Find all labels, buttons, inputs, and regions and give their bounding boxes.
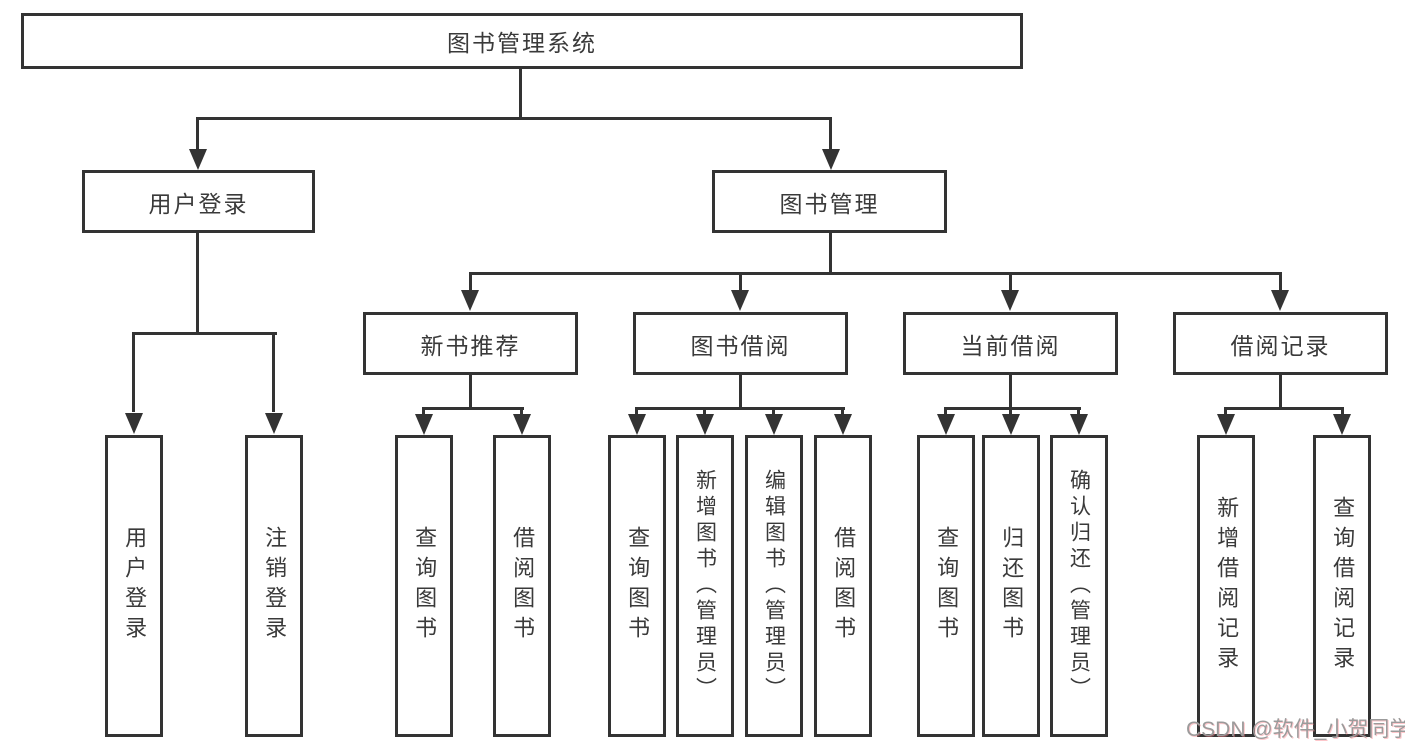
node-label: 编辑图书（管理员） bbox=[762, 469, 786, 703]
edge-drop bbox=[1341, 407, 1344, 415]
arrow-down-icon bbox=[265, 413, 283, 434]
arrow-down-icon bbox=[937, 414, 955, 435]
arrow-down-icon bbox=[1070, 414, 1088, 435]
arrow-down-icon bbox=[125, 413, 143, 434]
arrow-down-icon bbox=[822, 149, 840, 170]
node-label: 当前借阅 bbox=[960, 332, 1061, 359]
node-library-system: 图书管理系统 bbox=[21, 13, 1023, 69]
csdn-watermark: CSDN @软件_小贺同学 bbox=[1186, 718, 1405, 741]
node-label: 用户登录 bbox=[122, 526, 148, 646]
arrow-down-icon bbox=[1271, 290, 1289, 311]
edge-drop bbox=[703, 407, 706, 415]
arrow-down-icon bbox=[696, 414, 714, 435]
arrow-down-icon bbox=[834, 414, 852, 435]
edge-root-stem bbox=[519, 69, 522, 118]
node-book-borrow: 图书借阅 bbox=[633, 312, 848, 375]
node-book-management: 图书管理 bbox=[712, 170, 947, 233]
node-new-book-recommend: 新书推荐 bbox=[363, 312, 578, 375]
leaf-query-books-borrow: 查询图书 bbox=[608, 435, 666, 737]
node-label: 归还图书 bbox=[999, 526, 1025, 646]
leaf-add-book-admin: 新增图书（管理员） bbox=[676, 435, 734, 737]
edge-drop bbox=[422, 407, 425, 415]
edge-mgmt-hbar bbox=[469, 272, 1282, 275]
edge-hbar bbox=[944, 407, 1081, 410]
edge-drop bbox=[196, 117, 199, 151]
edge-drop bbox=[469, 272, 472, 290]
edge-hbar bbox=[635, 407, 845, 410]
edge-stem bbox=[469, 375, 472, 409]
edge-drop bbox=[772, 407, 775, 415]
edge-stem bbox=[739, 375, 742, 409]
edge-drop bbox=[829, 117, 832, 151]
arrow-down-icon bbox=[1217, 414, 1235, 435]
node-label: 借阅记录 bbox=[1230, 332, 1331, 359]
leaf-user-login: 用户登录 bbox=[105, 435, 163, 737]
node-label: 用户登录 bbox=[148, 190, 249, 217]
edge-drop bbox=[132, 332, 135, 412]
arrow-down-icon bbox=[415, 414, 433, 435]
node-label: 查询图书 bbox=[934, 526, 960, 646]
leaf-query-books-recommend: 查询图书 bbox=[395, 435, 453, 737]
edge-login-stem bbox=[196, 233, 199, 334]
node-label: 注销登录 bbox=[262, 526, 288, 646]
edge-drop bbox=[635, 407, 638, 415]
arrow-down-icon bbox=[628, 414, 646, 435]
leaf-add-borrow-record: 新增借阅记录 bbox=[1197, 435, 1255, 737]
leaf-query-books-current: 查询图书 bbox=[917, 435, 975, 737]
node-label: 查询图书 bbox=[412, 526, 438, 646]
edge-stem bbox=[1009, 375, 1012, 409]
edge-root-hbar bbox=[196, 117, 832, 120]
edge-drop bbox=[1279, 272, 1282, 290]
node-label: 图书借阅 bbox=[690, 332, 791, 359]
node-label: 图书管理系统 bbox=[447, 30, 597, 56]
arrow-down-icon bbox=[513, 414, 531, 435]
node-label: 新增借阅记录 bbox=[1214, 496, 1240, 676]
node-label: 确认归还（管理员） bbox=[1067, 469, 1091, 703]
arrow-down-icon bbox=[731, 290, 749, 311]
leaf-borrow-books-recommend: 借阅图书 bbox=[493, 435, 551, 737]
node-user-login: 用户登录 bbox=[82, 170, 315, 233]
arrow-down-icon bbox=[461, 290, 479, 311]
edge-drop bbox=[1224, 407, 1227, 415]
edge-hbar bbox=[422, 407, 524, 410]
arrow-down-icon bbox=[1002, 414, 1020, 435]
edge-drop bbox=[1009, 272, 1012, 290]
node-label: 新书推荐 bbox=[420, 332, 521, 359]
node-label: 图书管理 bbox=[779, 190, 880, 217]
leaf-edit-book-admin: 编辑图书（管理员） bbox=[745, 435, 803, 737]
leaf-borrow-books: 借阅图书 bbox=[814, 435, 872, 737]
node-current-borrow: 当前借阅 bbox=[903, 312, 1118, 375]
node-label: 新增图书（管理员） bbox=[693, 469, 717, 703]
edge-drop bbox=[1077, 407, 1080, 415]
leaf-logout: 注销登录 bbox=[245, 435, 303, 737]
edge-hbar bbox=[1224, 407, 1344, 410]
edge-stem bbox=[1279, 375, 1282, 409]
arrow-down-icon bbox=[1333, 414, 1351, 435]
node-label: 借阅图书 bbox=[510, 526, 536, 646]
arrow-down-icon bbox=[765, 414, 783, 435]
edge-drop bbox=[272, 332, 275, 412]
arrow-down-icon bbox=[1001, 290, 1019, 311]
node-label: 查询图书 bbox=[625, 526, 651, 646]
edge-mgmt-stem bbox=[829, 233, 832, 274]
node-label: 查询借阅记录 bbox=[1330, 496, 1356, 676]
edge-drop bbox=[1009, 407, 1012, 415]
edge-login-hbar bbox=[132, 332, 277, 335]
edge-drop bbox=[944, 407, 947, 415]
edge-drop bbox=[739, 272, 742, 290]
edge-drop bbox=[520, 407, 523, 415]
leaf-query-borrow-record: 查询借阅记录 bbox=[1313, 435, 1371, 737]
leaf-confirm-return-admin: 确认归还（管理员） bbox=[1050, 435, 1108, 737]
arrow-down-icon bbox=[189, 149, 207, 170]
edge-drop bbox=[841, 407, 844, 415]
node-borrow-records: 借阅记录 bbox=[1173, 312, 1388, 375]
leaf-return-book: 归还图书 bbox=[982, 435, 1040, 737]
node-label: 借阅图书 bbox=[831, 526, 857, 646]
